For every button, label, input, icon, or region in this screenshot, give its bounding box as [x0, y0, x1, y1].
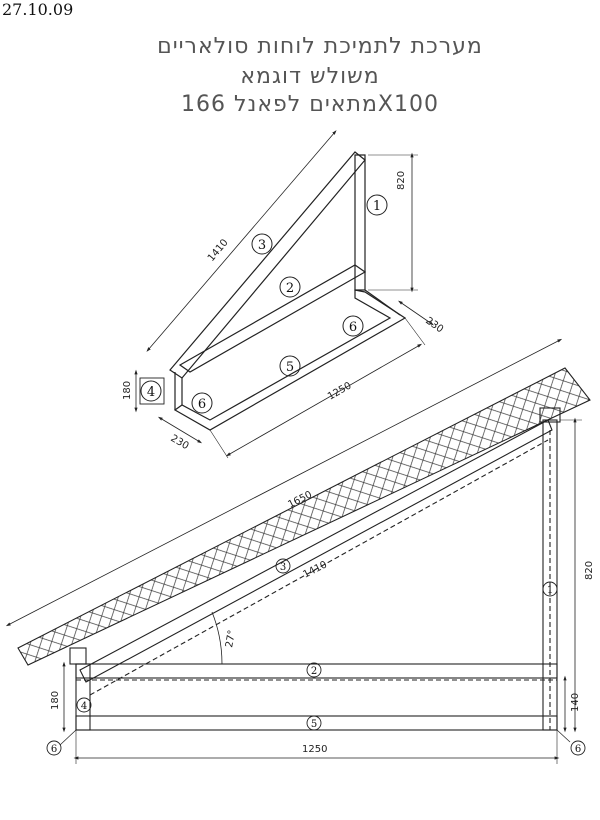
iso-dim-base: 1250: [326, 380, 354, 402]
drawing-date: 27.10.09: [2, 0, 74, 19]
iso-dim-depth-left: 230: [169, 433, 191, 452]
side-dim-height: 820: [584, 561, 595, 580]
title-line-3: מתאים לפאנל 166X100: [181, 92, 439, 117]
isometric-dimensions: 820 1410 1250 230 230 180: [122, 171, 445, 452]
title-line-2: משולש דוגמא: [240, 64, 380, 89]
roof-panel: [17, 367, 591, 666]
side-dim-angle: 27°: [224, 629, 238, 648]
side-part-5: 5: [311, 719, 317, 730]
side-dim-base: 1250: [302, 744, 327, 755]
iso-dim-depth-right: 230: [423, 315, 445, 335]
iso-part-1: 1: [373, 199, 381, 214]
side-dim-diagonal: 1410: [301, 559, 329, 580]
title-line-1: מערכת לתמיכת לוחות סולאריים: [157, 34, 483, 59]
side-view: [5, 338, 591, 764]
top-clamp: [539, 407, 561, 423]
side-part-4: 4: [81, 701, 87, 712]
iso-part-6b: 6: [198, 397, 206, 412]
iso-vertical-post: [354, 154, 366, 291]
iso-dim-front-height: 180: [122, 381, 133, 400]
side-part-1: 1: [547, 585, 553, 596]
side-front-post: [75, 663, 91, 731]
isometric-part-callouts: [140, 194, 388, 414]
iso-horizontal-rail: [178, 264, 367, 373]
iso-part-4: 4: [147, 385, 155, 400]
iso-dim-diagonal: 1410: [206, 237, 231, 264]
iso-part-6a: 6: [349, 320, 357, 335]
side-part-callouts: [46, 558, 586, 756]
iso-part-5: 5: [286, 360, 294, 375]
side-dim-base-height: 180: [50, 691, 61, 710]
side-part-3: 3: [280, 562, 286, 573]
iso-dim-height: 820: [396, 171, 407, 190]
bottom-clamp: [69, 647, 87, 665]
iso-diagonal-beam: [169, 151, 366, 379]
side-part-6b: 6: [575, 744, 581, 755]
side-dim-base-rail: 140: [570, 693, 581, 712]
iso-part-3: 3: [258, 238, 266, 253]
side-dimensions: 1650 1410 27° 820 180 140 1250: [50, 489, 595, 755]
side-part-2: 2: [311, 666, 317, 677]
side-part-6a: 6: [51, 744, 57, 755]
iso-part-2: 2: [286, 281, 294, 296]
